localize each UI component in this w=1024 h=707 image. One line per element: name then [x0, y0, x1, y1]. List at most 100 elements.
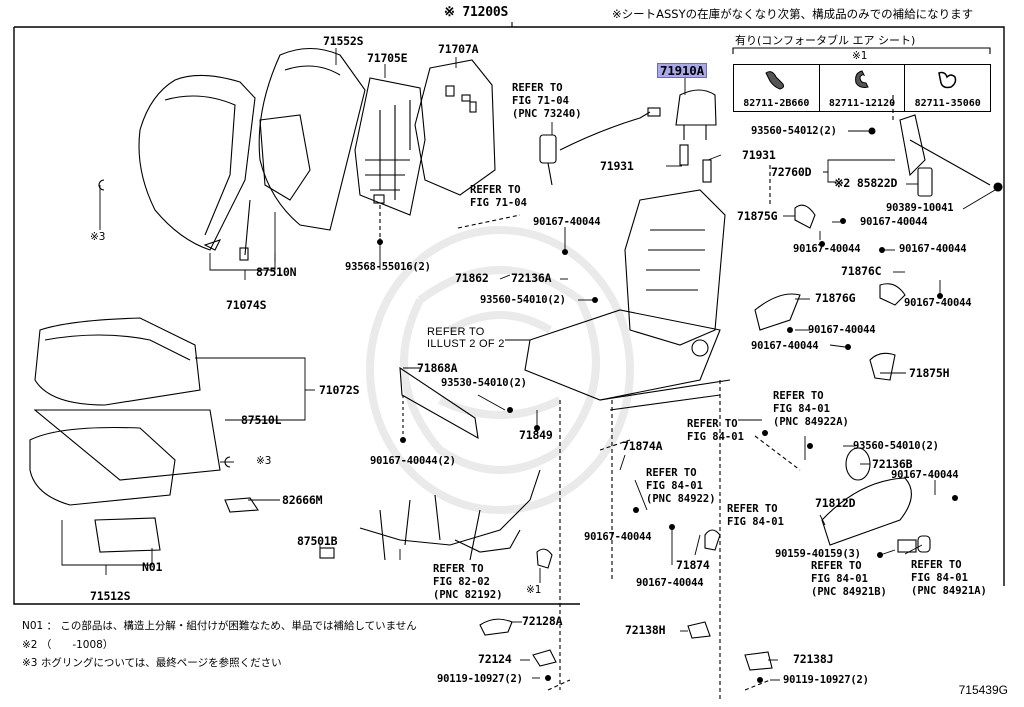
part-callout[interactable]: 93560-54010(2) [853, 440, 939, 452]
part-callout[interactable]: 90167-40044 [860, 216, 928, 228]
part-callout[interactable]: 71074S [226, 298, 267, 312]
reference-note[interactable]: REFER TO FIG 71-04 (PNC 73240) [512, 82, 582, 120]
part-callout[interactable]: ※2 85822D [834, 176, 898, 190]
reference-note[interactable]: REFER TO FIG 84-01 (PNC 84922) [646, 467, 716, 505]
note-mark-2: ※2 （ -1008） [22, 639, 114, 651]
side-shield-drawing [399, 366, 479, 440]
part-callout[interactable]: 90167-40044(2) [370, 455, 456, 467]
part-callout[interactable]: 90167-40044 [904, 297, 972, 309]
part-callout[interactable]: 71875H [909, 366, 950, 380]
catalog-panel-title: 有り(コンフォータブル エア シート) [735, 34, 916, 47]
part-callout[interactable]: 71849 [519, 428, 553, 442]
catalog-part-number: 82711-2B660 [743, 98, 810, 109]
catalog-part-number: 82711-35060 [914, 98, 981, 109]
seatback-pad-drawing [239, 47, 366, 261]
reference-note[interactable]: REFER TO ILLUST 2 OF 2 [427, 326, 505, 350]
part-callout[interactable]: 72136B [872, 457, 913, 471]
dashed-guides [379, 95, 894, 700]
wire-clamp-icon [536, 548, 553, 569]
assembly-part-number[interactable]: ※ 71200S [444, 5, 509, 20]
part-callout[interactable]: 90167-40044 [891, 469, 959, 481]
back-board-drawing [414, 59, 496, 196]
part-callout[interactable]: 71874 [676, 558, 710, 572]
part-callout[interactable]: 90159-40159(3) [775, 548, 861, 560]
seatback-cover-drawing [138, 74, 256, 251]
part-callout[interactable]: 71868A [417, 361, 458, 375]
hog-ring-mark: ※3 [256, 455, 272, 467]
reference-note[interactable]: REFER TO FIG 84-01 (PNC 84921B) [811, 560, 887, 598]
seat-frame-drawing [524, 189, 731, 411]
part-callout[interactable]: 71931 [742, 148, 776, 162]
part-callout[interactable]: 71512S [90, 589, 131, 603]
reference-note[interactable]: REFER TO FIG 84-01 (PNC 84922A) [773, 390, 849, 428]
part-callout-highlighted[interactable]: 71910A [657, 63, 707, 78]
part-callout[interactable]: 87510L [241, 413, 282, 427]
lower-parts-drawing [479, 529, 773, 671]
part-callout[interactable]: 90119-10927(2) [783, 674, 869, 686]
part-callout[interactable]: 90167-40044 [808, 324, 876, 336]
hog-ring-icon [98, 179, 105, 191]
part-callout[interactable]: 72128A [522, 614, 563, 628]
wire-harness-drawing [224, 469, 541, 561]
hog-ring-mark: ※3 [90, 231, 106, 243]
part-callout[interactable]: 93568-55016(2) [345, 261, 431, 273]
note-n01: N01 ： この部品は、構造上分解・組付けが困難なため、単品では補給していません [22, 620, 417, 632]
part-callout[interactable]: 90167-40044 [636, 577, 704, 589]
part-callout[interactable]: 71812D [815, 496, 856, 510]
recliner-parts-drawing [754, 114, 1003, 553]
catalog-part-cell[interactable]: 82711-35060 [905, 65, 990, 111]
supply-note: ※シートASSYの在庫がなくなり次第、構成品のみでの補給になります [612, 7, 974, 21]
catalog-part-number: 82711-12120 [828, 98, 896, 109]
catalog-parts-table: 82711-2B660 82711-12120 82711-35060 [733, 64, 991, 112]
part-callout[interactable]: 90119-10927(2) [437, 673, 523, 685]
part-callout[interactable]: 72136A [511, 271, 552, 285]
part-callout[interactable]: 90167-40044 [533, 216, 601, 228]
reference-note[interactable]: REFER TO FIG 84-01 (PNC 84921A) [911, 559, 987, 597]
figure-number: 715439G [958, 683, 1008, 697]
catalog-bracket-mark: ※1 [852, 50, 868, 62]
headrest-drawing [675, 89, 717, 183]
part-callout[interactable]: 72124 [478, 652, 512, 666]
part-callout[interactable]: N01 [142, 560, 163, 574]
clamp-mark: ※1 [526, 584, 542, 596]
part-callout[interactable]: 71552S [323, 34, 364, 48]
reference-note[interactable]: REFER TO FIG 71-04 [470, 184, 527, 209]
part-callout[interactable]: 93560-54012(2) [751, 125, 837, 137]
part-callout[interactable]: 71875G [737, 209, 778, 223]
part-callout[interactable]: 71931 [600, 159, 634, 173]
part-callout[interactable]: 90167-40044 [899, 243, 967, 255]
part-callout[interactable]: 71876G [815, 291, 856, 305]
part-callout[interactable]: 82666M [282, 493, 323, 507]
part-callout[interactable]: 71705E [367, 51, 408, 65]
part-callout[interactable]: 72138H [625, 623, 666, 637]
seatbelt-buckle-drawing [539, 107, 661, 186]
part-callout[interactable]: 72138J [793, 652, 834, 666]
part-callout[interactable]: 71072S [319, 383, 360, 397]
part-callout[interactable]: 90389-10041 [886, 202, 954, 214]
part-callout[interactable]: 93530-54010(2) [441, 377, 527, 389]
part-callout[interactable]: 71707A [438, 42, 479, 56]
wire-clamp-icon [938, 71, 957, 89]
catalog-part-cell[interactable]: 82711-2B660 [734, 65, 820, 111]
part-callout[interactable]: 71876C [841, 264, 882, 278]
leader-lines [61, 48, 996, 681]
part-callout[interactable]: 72760D [771, 165, 812, 179]
catalog-part-cell[interactable]: 82711-12120 [820, 65, 906, 111]
reference-note[interactable]: REFER TO FIG 84-01 [727, 503, 784, 528]
part-callout[interactable]: 87510N [256, 265, 297, 279]
reference-note[interactable]: REFER TO FIG 84-01 [687, 418, 744, 443]
part-callout[interactable]: 93560-54010(2) [480, 294, 566, 306]
fastener-bolts [377, 127, 1002, 683]
part-callout[interactable]: 90167-40044 [584, 531, 652, 543]
part-callout[interactable]: 90167-40044 [793, 243, 861, 255]
wire-clamp-icon [854, 70, 869, 88]
part-callout[interactable]: 71862 [455, 271, 489, 285]
note-mark-3: ※3 ホグリングについては、最終ページを参照ください [22, 657, 282, 669]
part-callout[interactable]: 90167-40044 [751, 340, 819, 352]
part-callout[interactable]: 71874A [622, 439, 663, 453]
part-callout[interactable]: 87501B [297, 534, 338, 548]
reference-note[interactable]: REFER TO FIG 82-02 (PNC 82192) [433, 563, 503, 601]
hog-ring-icon [224, 456, 231, 468]
